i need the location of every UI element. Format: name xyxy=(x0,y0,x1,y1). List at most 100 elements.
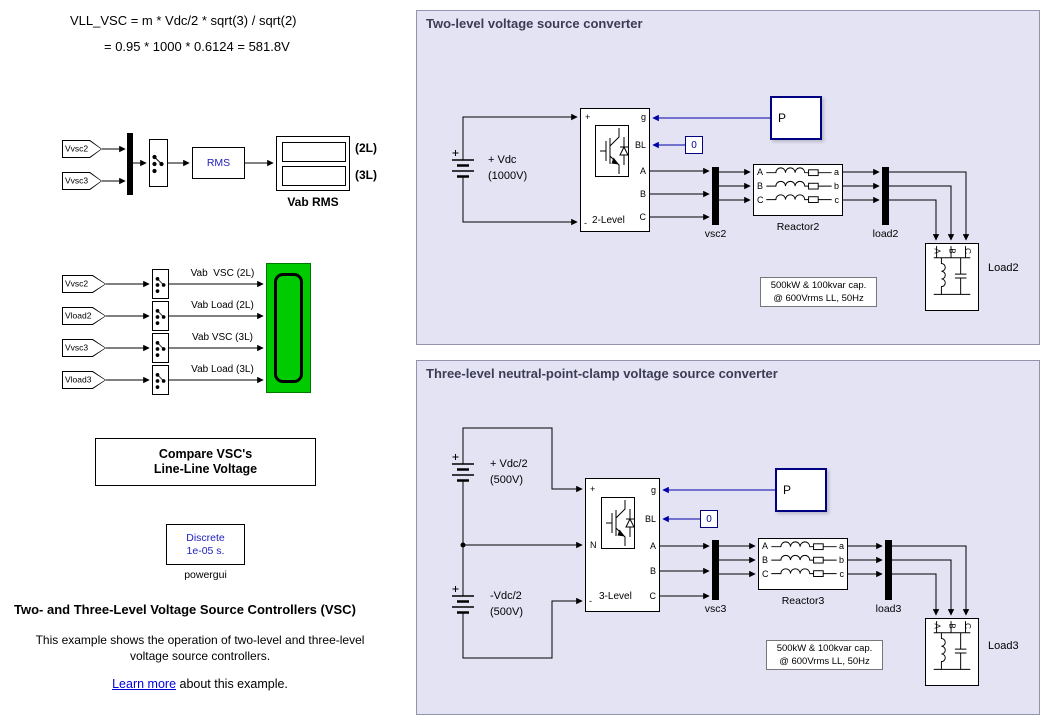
display-block[interactable] xyxy=(276,136,350,191)
constant-block[interactable]: 0 xyxy=(685,136,703,154)
pulse-source-block[interactable]: P xyxy=(775,468,827,512)
display-caption: Vab RMS xyxy=(287,195,339,209)
port-minus: - xyxy=(584,218,587,228)
port-c: c xyxy=(834,195,840,205)
load2-block[interactable]: A B C xyxy=(925,243,979,311)
port-g: g xyxy=(650,485,656,495)
tag-shape xyxy=(63,141,101,157)
port-b: b xyxy=(833,181,839,191)
port-c: c xyxy=(839,569,845,579)
display-row-label-2l: (2L) xyxy=(355,141,377,155)
tag-shape xyxy=(63,340,105,356)
bus-vsc3[interactable] xyxy=(712,540,719,600)
rms-block-label: RMS xyxy=(206,157,231,169)
load3-note-line2: @ 600Vrms LL, 50Hz xyxy=(779,656,870,667)
tag-label: Vvsc3 xyxy=(65,175,89,186)
port-a: a xyxy=(838,541,844,551)
bus-vsc3-caption: vsc3 xyxy=(704,603,727,615)
igbt-icon xyxy=(601,497,635,549)
powergui-block[interactable]: Discrete 1e-05 s. xyxy=(166,524,245,565)
dc-source-minus-line2: (500V) xyxy=(490,606,524,618)
formula-line2: = 0.95 * 1000 * 0.6124 = 581.8V xyxy=(104,39,290,54)
selector-block[interactable] xyxy=(152,333,169,363)
port-C: C xyxy=(762,569,769,579)
display-value-3l xyxy=(282,166,346,186)
pulse-source-block[interactable]: P xyxy=(770,96,822,140)
rms-block[interactable]: RMS xyxy=(192,147,245,179)
bus-load2[interactable] xyxy=(882,167,889,225)
from-tag-vload3[interactable]: Vload3 xyxy=(62,371,106,389)
powergui-line2: 1e-05 s. xyxy=(186,544,225,557)
panel-two-level-title: Two-level voltage source converter xyxy=(426,16,643,31)
port-c: C xyxy=(649,591,657,601)
signal-label: Vab Load (2L) xyxy=(191,300,254,311)
selector-block[interactable] xyxy=(152,269,169,299)
port-A: A xyxy=(757,167,764,177)
model-title: Two- and Three-Level Voltage Source Cont… xyxy=(14,602,356,617)
inductor-icon xyxy=(770,541,838,577)
load2-note-line1: 500kW & 100kvar cap. xyxy=(770,280,867,291)
dc-source-plus-block[interactable] xyxy=(450,450,476,496)
tag-label: Vvsc2 xyxy=(65,278,89,289)
reactor2-caption: Reactor2 xyxy=(776,221,820,233)
reactor3-block[interactable]: A B C a b c xyxy=(758,538,848,590)
bus-load3[interactable] xyxy=(885,540,892,600)
port-b: b xyxy=(838,555,844,565)
from-tag-vvsc3-scope[interactable]: Vvsc3 xyxy=(62,339,106,357)
tag-label: Vvsc3 xyxy=(65,342,89,353)
tag-label: Vload2 xyxy=(65,310,92,321)
converter-label: 2-Level xyxy=(592,215,625,226)
tag-shape xyxy=(63,308,105,324)
mux-block[interactable] xyxy=(127,133,133,195)
learn-more-link[interactable]: Learn more xyxy=(112,677,177,691)
converter-2level-block[interactable]: + - g BL A B C 2-Level xyxy=(580,108,650,232)
from-tag-vvsc2[interactable]: Vvsc2 xyxy=(62,140,102,158)
signal-label: Vab Load (3L) xyxy=(191,364,254,375)
port-c: C xyxy=(639,212,647,222)
dc-source-minus-label: -Vdc/2 (500V) xyxy=(490,588,523,620)
load2-note: 500kW & 100kvar cap. @ 600Vrms LL, 50Hz xyxy=(760,277,877,307)
load-port-a: A xyxy=(932,623,942,629)
dc-source-minus-block[interactable] xyxy=(450,582,476,628)
dc-source-label-line1: + Vdc xyxy=(488,154,517,166)
reactor3-caption: Reactor3 xyxy=(781,595,825,607)
port-a: A xyxy=(639,166,646,176)
port-bl: BL xyxy=(644,514,656,524)
load3-block[interactable]: A B C xyxy=(925,618,979,686)
bus-vsc2[interactable] xyxy=(712,167,719,225)
from-tag-vvsc2-scope[interactable]: Vvsc2 xyxy=(62,275,106,293)
selector-block[interactable] xyxy=(152,301,169,331)
scope-block[interactable] xyxy=(266,263,311,393)
port-b: B xyxy=(649,566,656,576)
selector-icon xyxy=(155,373,166,389)
selector-icon xyxy=(155,341,166,357)
battery-icon xyxy=(450,450,476,496)
port-plus: + xyxy=(585,112,591,122)
tag-shape xyxy=(63,276,105,292)
load-port-a: A xyxy=(932,248,942,254)
load-port-b: B xyxy=(947,248,957,254)
dc-source-plus-line1: + Vdc/2 xyxy=(490,458,528,470)
reactor2-block[interactable]: A B C a b c xyxy=(753,164,843,216)
tag-shape xyxy=(63,173,101,189)
converter-3level-block[interactable]: + N - g BL A B C 3-Level xyxy=(585,478,660,612)
dc-source-block[interactable] xyxy=(450,146,476,192)
port-plus: + xyxy=(590,484,596,494)
port-a: a xyxy=(833,167,839,177)
selector-block[interactable] xyxy=(152,365,169,395)
bus-vsc2-caption: vsc2 xyxy=(704,228,727,240)
constant-value: 0 xyxy=(706,513,712,525)
selector-block[interactable] xyxy=(149,139,168,187)
constant-block[interactable]: 0 xyxy=(700,510,718,528)
port-A: A xyxy=(762,541,769,551)
from-tag-vload2[interactable]: Vload2 xyxy=(62,307,106,325)
powergui-line1: Discrete xyxy=(186,531,225,544)
from-tag-vvsc3[interactable]: Vvsc3 xyxy=(62,172,102,190)
constant-value: 0 xyxy=(691,139,697,151)
port-b: B xyxy=(639,189,646,199)
compare-annotation: Compare VSC's Line-Line Voltage xyxy=(95,438,316,486)
port-C: C xyxy=(757,195,764,205)
port-n: N xyxy=(590,540,597,550)
bus-load3-caption: load3 xyxy=(875,603,902,615)
